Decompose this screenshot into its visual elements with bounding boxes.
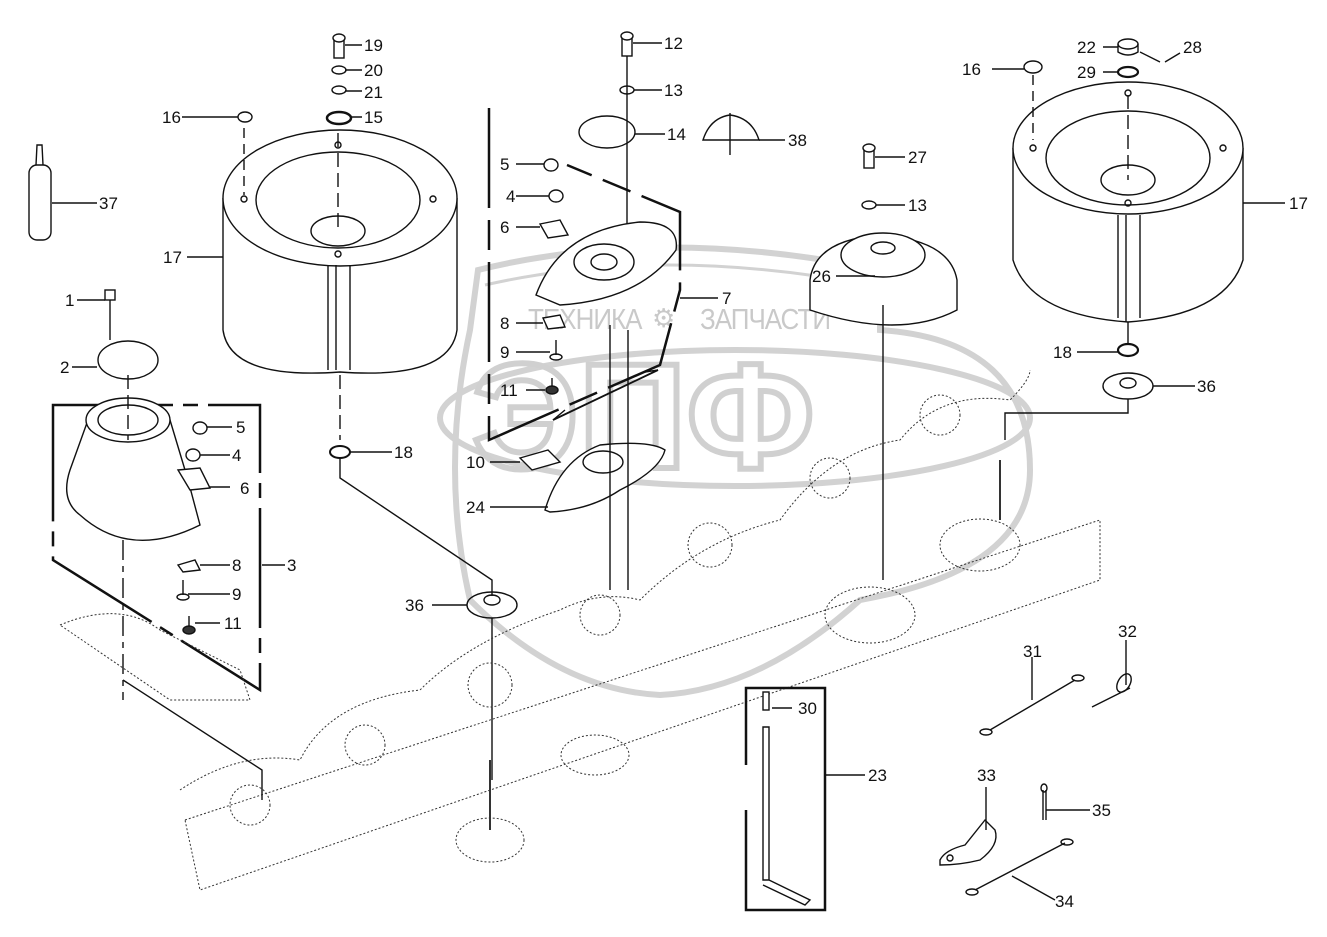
callout-8: 8 <box>232 556 242 575</box>
callout-6: 6 <box>500 218 510 237</box>
callout-20: 20 <box>364 61 383 80</box>
cable-31 <box>979 674 1085 736</box>
callout-9: 9 <box>500 343 510 362</box>
leader-hub-to-bed <box>122 679 263 800</box>
washer-18-left <box>329 445 351 459</box>
callout-10: 10 <box>466 453 485 472</box>
callout-4: 4 <box>232 446 242 465</box>
callout-28: 28 <box>1183 38 1202 57</box>
callout-5: 5 <box>500 155 510 174</box>
leader-disc-to-bed <box>609 325 629 590</box>
callout-17: 17 <box>1289 194 1308 213</box>
bracket-33 <box>939 818 997 866</box>
callout-5: 5 <box>236 418 246 437</box>
callout-19: 19 <box>364 36 383 55</box>
cone-26 <box>809 143 958 580</box>
callout-7: 7 <box>722 289 732 308</box>
clip-32 <box>1091 673 1132 708</box>
cap-38 <box>702 113 760 155</box>
drum-17-left <box>222 128 458 440</box>
watermark-text-right: ЗАПЧАСТИ <box>700 302 831 336</box>
leader-18-36 <box>339 458 493 596</box>
callout-17: 17 <box>163 248 182 267</box>
callout-18: 18 <box>1053 343 1072 362</box>
callout-11: 11 <box>224 614 242 633</box>
callout-27: 27 <box>908 148 927 167</box>
disc-assembly-7 <box>487 31 682 513</box>
callout-35: 35 <box>1092 801 1111 820</box>
callout-3: 3 <box>287 556 297 575</box>
callout-31: 31 <box>1023 642 1042 661</box>
callout-16: 16 <box>162 108 181 127</box>
callout-26: 26 <box>812 267 831 286</box>
callout-4: 4 <box>506 187 516 206</box>
hub-assembly-3 <box>51 289 262 700</box>
callout-2: 2 <box>60 358 70 377</box>
callout-36: 36 <box>1197 377 1216 396</box>
callout-37: 37 <box>99 194 118 213</box>
callout-18: 18 <box>394 443 413 462</box>
drum-17-right <box>1004 38 1244 440</box>
bolt-stack-19-21 <box>237 33 353 126</box>
callout-24: 24 <box>466 498 485 517</box>
callout-15: 15 <box>364 108 383 127</box>
callout-32: 32 <box>1118 622 1137 641</box>
callout-8: 8 <box>500 314 510 333</box>
pin-35 <box>1040 783 1048 820</box>
callout-leaders <box>52 42 1285 901</box>
callout-12: 12 <box>664 34 683 53</box>
callout-23: 23 <box>868 766 887 785</box>
callout-33: 33 <box>977 766 996 785</box>
cable-34 <box>965 838 1074 896</box>
callout-34: 34 <box>1055 892 1074 911</box>
callout-6: 6 <box>240 479 250 498</box>
callout-38: 38 <box>788 131 807 150</box>
bracket-assembly-23 <box>744 686 827 912</box>
callout-1: 1 <box>65 291 75 310</box>
callout-16: 16 <box>962 60 981 79</box>
sealant-tube-37 <box>28 144 52 241</box>
callout-11: 11 <box>500 381 518 400</box>
callout-36: 36 <box>405 596 424 615</box>
callout-29: 29 <box>1077 63 1096 82</box>
callout-9: 9 <box>232 585 242 604</box>
callout-22: 22 <box>1077 38 1096 57</box>
callout-21: 21 <box>364 83 383 102</box>
callout-30: 30 <box>798 699 817 718</box>
callout-13: 13 <box>664 81 683 100</box>
callout-13: 13 <box>908 196 927 215</box>
mower-bed <box>58 369 1101 891</box>
callout-14: 14 <box>667 125 686 144</box>
